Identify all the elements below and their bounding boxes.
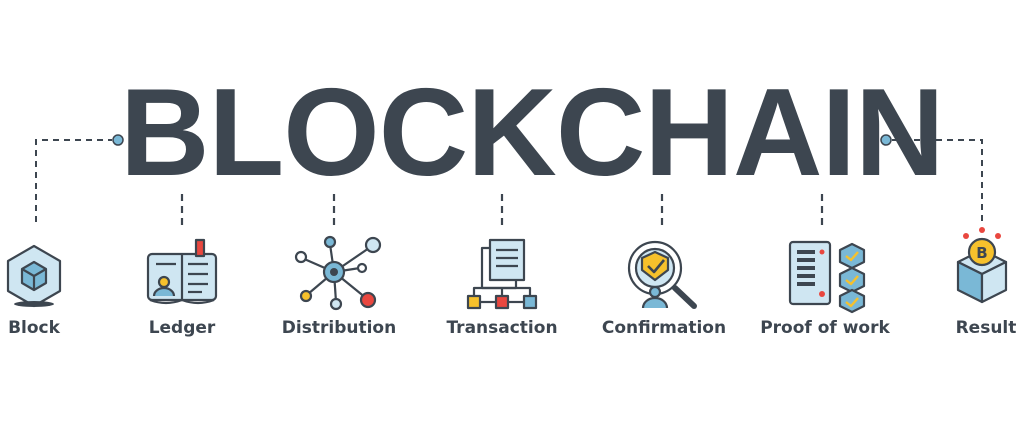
left-connector — [35, 139, 112, 222]
step-label-confirmation: Confirmation — [601, 318, 727, 338]
step-label-block: Block — [8, 318, 60, 338]
documents-flow-icon — [466, 238, 538, 310]
magnifier-check-icon — [627, 240, 697, 309]
step-label-result: Result — [955, 318, 1017, 338]
step-label-distribution: Distribution — [281, 318, 397, 338]
bitcoin-box-icon: B — [956, 227, 1008, 304]
step-label-ledger: Ledger — [148, 318, 216, 338]
title-drop-lines — [180, 194, 824, 228]
svg-text:B: B — [976, 244, 987, 262]
cube-icon — [6, 244, 62, 308]
network-nodes-icon — [294, 235, 382, 311]
server-blocks-icon — [788, 240, 866, 314]
step-label-proof-of-work: Proof of work — [760, 318, 890, 338]
step-label-transaction: Transaction — [446, 318, 558, 338]
ledger-book-icon — [146, 238, 218, 305]
page-title: BLOCKCHAIN — [120, 64, 945, 202]
right-connector — [892, 139, 983, 222]
right-connector-dot — [880, 134, 892, 146]
left-connector-dot — [112, 134, 124, 146]
